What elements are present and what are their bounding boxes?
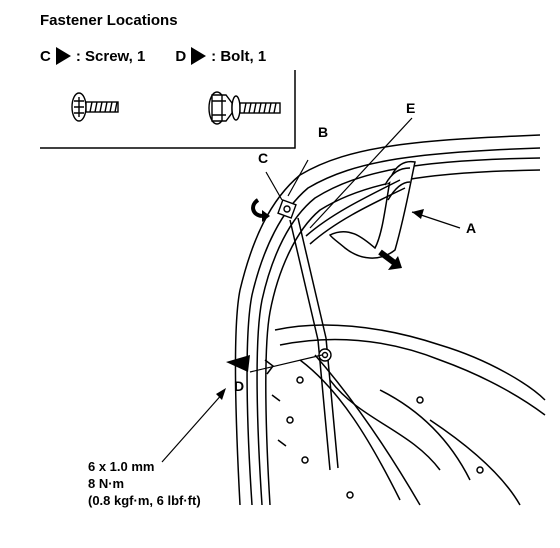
pointer-triangle-icon (191, 47, 207, 65)
trim-e (289, 179, 406, 471)
callout-c: C (258, 150, 269, 166)
spec-torque-alt: (0.8 kgf·m, 6 lbf·ft) (88, 493, 201, 508)
screw-icon (71, 92, 119, 122)
bolt-icon (208, 91, 281, 125)
spec-size: 6 x 1.0 mm (88, 459, 155, 474)
legend-desc-c: : Screw, 1 (75, 47, 146, 65)
screw-c-location (277, 199, 297, 219)
callout-d: D (234, 378, 245, 394)
callout-a: A (466, 220, 477, 236)
leader-lines (161, 117, 461, 463)
legend-desc-d: : Bolt, 1 (211, 47, 267, 65)
callout-e: E (406, 100, 416, 116)
legend-letter-d: D (175, 47, 187, 65)
pointer-triangle-icon (226, 355, 250, 372)
fastener-legend: C : Screw, 1 D : Bolt, 1 (40, 47, 266, 65)
legend-frame (40, 70, 296, 149)
rotate-arrow-icon (251, 198, 270, 222)
page-title: Fastener Locations (40, 12, 178, 29)
leader-arrowheads (216, 209, 424, 400)
legend-letter-c: C (40, 47, 51, 65)
pull-arrow-icon (378, 249, 402, 270)
pointer-triangle-icon (55, 47, 71, 65)
torque-spec: 6 x 1.0 mm 8 N·m (0.8 kgf·m, 6 lbf·ft) (88, 458, 201, 509)
bolt-d-location (318, 348, 332, 362)
callout-b: B (318, 124, 329, 140)
spec-torque-nm: 8 N·m (88, 476, 125, 491)
